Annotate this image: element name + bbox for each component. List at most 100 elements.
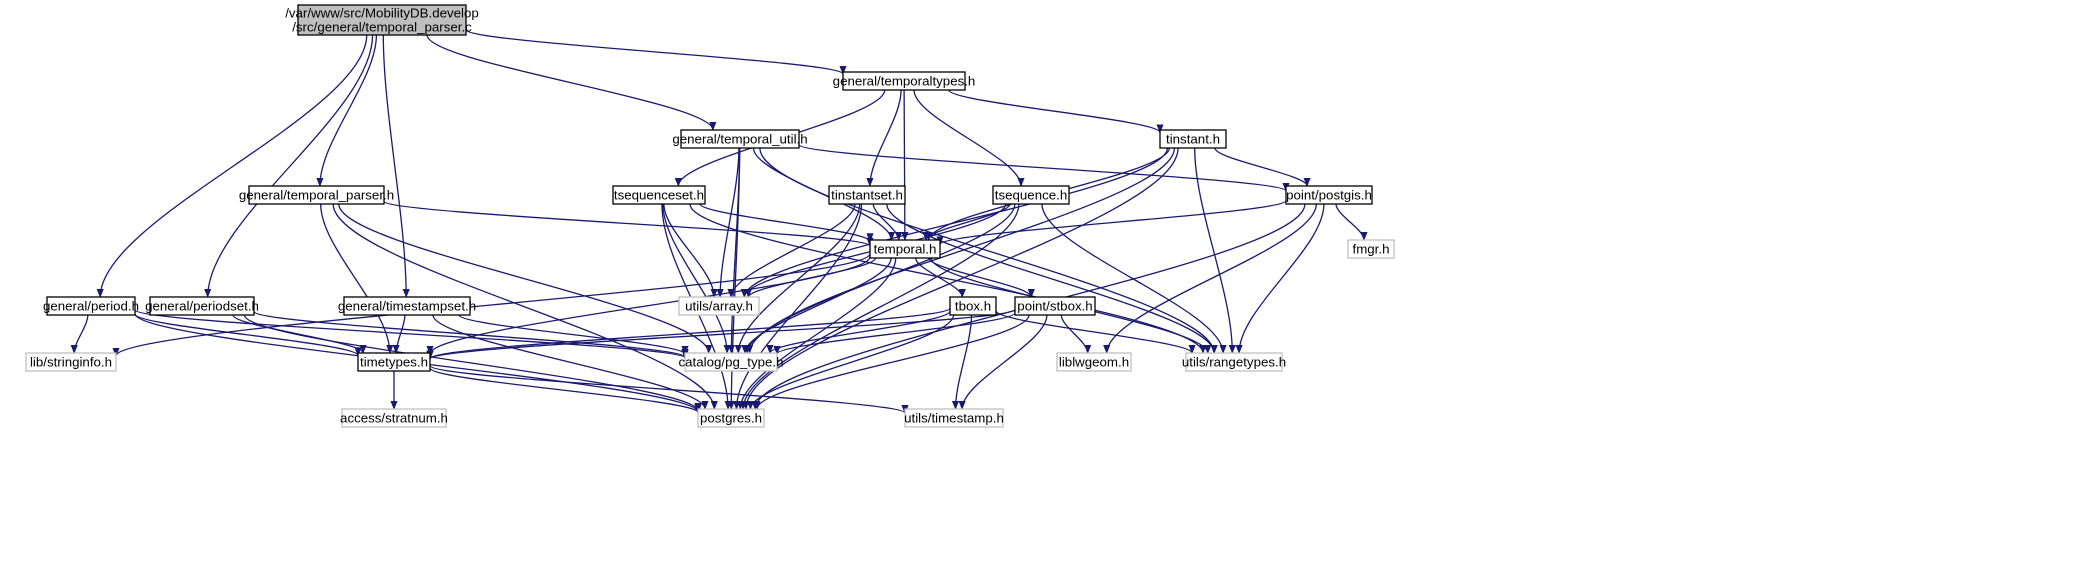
node-timetypes[interactable]: timetypes.h bbox=[357, 352, 431, 372]
node-period[interactable]: general/period.h bbox=[43, 296, 139, 316]
edge-line bbox=[382, 34, 410, 298]
edge-line bbox=[429, 364, 909, 414]
node-stratnum: access/stratnum.h bbox=[340, 408, 448, 428]
edge-postgis-to-temporal bbox=[936, 199, 1287, 246]
node-tsequenceset[interactable]: tsequenceset.h bbox=[612, 185, 706, 205]
edge-period-to-timetypes bbox=[134, 313, 362, 357]
edge-temporal-to-stringinfo bbox=[112, 253, 871, 357]
node-label: utils/rangetypes.h bbox=[1182, 355, 1286, 370]
node-tinstantset[interactable]: tinstantset.h bbox=[828, 185, 906, 205]
node-timestampset[interactable]: general/timestampset.h bbox=[338, 296, 476, 316]
nodes-layer: /var/www/src/MobilityDB.develop/src/gene… bbox=[25, 4, 1395, 428]
node-temporal[interactable]: temporal.h bbox=[869, 239, 941, 259]
node-tinstant[interactable]: tinstant.h bbox=[1159, 129, 1227, 149]
edge-tinstant-to-postgres bbox=[742, 147, 1179, 410]
edge-line bbox=[338, 203, 713, 354]
edge-line bbox=[204, 34, 374, 298]
node-label: fmgr.h bbox=[1353, 242, 1390, 257]
edge-line bbox=[727, 147, 741, 410]
edge-line bbox=[663, 203, 718, 298]
node-postgis[interactable]: point/postgis.h bbox=[1285, 185, 1373, 205]
edge-tinstantset-to-array bbox=[727, 203, 856, 298]
edge-temporal_parser_h-to-timetypes bbox=[320, 203, 394, 354]
edge-tbox-to-postgres bbox=[746, 314, 955, 410]
node-stbox[interactable]: point/stbox.h bbox=[1014, 296, 1096, 316]
node-box bbox=[46, 296, 136, 316]
edge-temporal_util-to-rangetypes bbox=[759, 147, 1218, 354]
node-box bbox=[25, 352, 117, 372]
node-label: general/temporaltypes.h bbox=[833, 74, 976, 89]
edge-line bbox=[727, 147, 741, 354]
node-label: tbox.h bbox=[955, 299, 991, 314]
edge-period-to-stringinfo bbox=[70, 314, 89, 354]
edge-line bbox=[746, 314, 955, 410]
edge-stbox-to-pg_type bbox=[773, 312, 1016, 355]
edge-stbox-to-timetypes bbox=[426, 308, 1016, 360]
node-tsequence[interactable]: tsequence.h bbox=[992, 185, 1070, 205]
node-pg_type: catalog/pg_type.h bbox=[679, 352, 783, 372]
edge-line bbox=[1060, 314, 1092, 354]
edge-line bbox=[1335, 203, 1368, 241]
node-temporal_parser_h[interactable]: general/temporal_parser.h bbox=[239, 185, 394, 205]
node-fmgr: fmgr.h bbox=[1347, 239, 1395, 259]
node-stringinfo: lib/stringinfo.h bbox=[25, 352, 117, 372]
node-label: lib/stringinfo.h bbox=[30, 355, 112, 370]
edge-temporal-to-array bbox=[744, 257, 877, 298]
node-timestamp: utils/timestamp.h bbox=[904, 408, 1004, 428]
edge-temporal_parser_h-to-temporal bbox=[383, 200, 874, 247]
node-root[interactable]: /var/www/src/MobilityDB.develop/src/gene… bbox=[285, 4, 479, 36]
edge-tinstant-to-postgis bbox=[1214, 147, 1311, 187]
node-label: general/periodset.h bbox=[145, 299, 259, 314]
node-label: general/period.h bbox=[43, 299, 139, 314]
node-temporal_util[interactable]: general/temporal_util.h bbox=[672, 129, 808, 149]
edge-tinstantset-to-temporal bbox=[872, 203, 903, 241]
node-box bbox=[828, 185, 906, 205]
edge-line bbox=[662, 203, 731, 354]
edge-timetypes-to-timestamp bbox=[429, 364, 909, 414]
edge-tsequenceset-to-temporal bbox=[699, 203, 874, 243]
node-box bbox=[343, 296, 471, 316]
node-liblwgeom: liblwgeom.h bbox=[1056, 352, 1132, 372]
edge-periodset-to-postgres bbox=[243, 314, 702, 412]
node-label: temporal.h bbox=[874, 242, 937, 257]
edge-line bbox=[872, 203, 903, 241]
node-temporaltypes[interactable]: general/temporaltypes.h bbox=[833, 71, 976, 91]
edge-line bbox=[958, 314, 1048, 410]
edge-line bbox=[741, 257, 892, 354]
node-box bbox=[904, 408, 1004, 428]
edge-line bbox=[432, 314, 709, 410]
edge-temporaltypes-to-tinstantset bbox=[866, 89, 902, 187]
node-postgres: postgres.h bbox=[697, 408, 765, 428]
node-tbox[interactable]: tbox.h bbox=[949, 296, 997, 316]
node-label: tinstant.h bbox=[1166, 132, 1220, 147]
node-box bbox=[678, 296, 760, 316]
edge-line bbox=[699, 203, 874, 243]
edge-line bbox=[96, 34, 368, 298]
edge-tinstantset-to-rangetypes bbox=[886, 203, 1218, 354]
node-label: /var/www/src/MobilityDB.develop bbox=[285, 6, 479, 21]
edge-line bbox=[732, 203, 863, 410]
edge-line bbox=[243, 314, 702, 412]
edge-timestampset-to-pg_type bbox=[458, 314, 689, 355]
edge-root-to-periodset bbox=[204, 34, 374, 298]
node-array: utils/array.h bbox=[678, 296, 760, 316]
node-box bbox=[149, 296, 255, 316]
edge-line bbox=[332, 203, 718, 410]
edge-tinstant-to-rangetypes bbox=[1194, 147, 1236, 354]
edge-line bbox=[1194, 147, 1236, 354]
node-box bbox=[992, 185, 1070, 205]
edge-tbox-to-timetypes bbox=[426, 307, 951, 360]
edge-temporal_util-to-postgres bbox=[727, 147, 741, 410]
node-periodset[interactable]: general/periodset.h bbox=[145, 296, 259, 316]
edge-line bbox=[465, 29, 847, 75]
edge-line bbox=[742, 147, 1179, 410]
edge-line bbox=[134, 309, 689, 359]
node-box bbox=[1185, 352, 1283, 372]
node-label: utils/timestamp.h bbox=[904, 411, 1004, 426]
edge-line bbox=[429, 367, 702, 414]
node-label: tsequence.h bbox=[995, 188, 1067, 203]
edge-line bbox=[316, 34, 378, 187]
node-label: point/stbox.h bbox=[1017, 299, 1092, 314]
edge-line bbox=[759, 147, 1218, 354]
